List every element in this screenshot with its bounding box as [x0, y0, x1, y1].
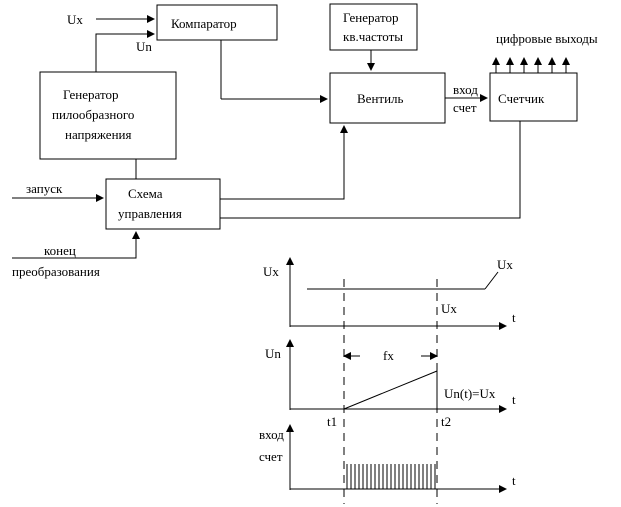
control-block: Схема управления [105, 178, 221, 230]
timing-plot-count: вход счет t [259, 424, 516, 493]
hf-generator-label-line2: кв.частоты [343, 29, 403, 44]
digital-outputs: цифровые выходы [492, 31, 598, 73]
counter-label: Счетчик [498, 91, 545, 106]
pulse-train [346, 464, 436, 489]
sawtooth-generator-block: Генератор пилообразного напряжения [39, 71, 177, 160]
count-axis-label-line2: счет [259, 449, 283, 464]
t1-label: t1 [327, 414, 337, 429]
un-time-label: t [512, 392, 516, 407]
fx-label: fx [383, 348, 394, 363]
control-to-counter-wire [220, 121, 521, 219]
timing-plot-ux: Ux t Ux Ux [263, 257, 516, 330]
control-label-line2: управления [118, 206, 182, 221]
ux-leader-line [484, 271, 499, 290]
gate-label: Вентиль [357, 91, 404, 106]
ux-level-label: Ux [441, 301, 457, 316]
counter-block: Счетчик [489, 72, 578, 122]
comparator-block: Компаратор [156, 4, 278, 41]
ux-curve-label: Ux [497, 257, 513, 272]
ux-input-label: Ux [67, 12, 83, 27]
gate-to-counter-wire: вход счет [445, 82, 488, 115]
end-conversion-label-line1: конец [44, 243, 76, 258]
count-input-label-line2: счет [453, 100, 477, 115]
control-label-line1: Схема [128, 186, 163, 201]
comparator-label: Компаратор [171, 16, 237, 31]
count-time-label: t [512, 473, 516, 488]
ux-input-wire: Ux [67, 12, 155, 27]
hf-generator-label-line1: Генератор [343, 10, 398, 25]
sawtooth-generator-label-line2: пилообразного [52, 107, 134, 122]
un-label: Un [136, 39, 152, 54]
sawtooth-generator-label-line1: Генератор [63, 87, 118, 102]
ux-time-label: t [512, 310, 516, 325]
t2-label: t2 [441, 414, 451, 429]
timing-plot-un: Un t fx Un(t)=Ux t1 t2 [265, 339, 516, 429]
un-axis-label: Un [265, 346, 281, 361]
count-input-label-line1: вход [453, 82, 478, 97]
sawtooth-ramp [343, 370, 438, 410]
gate-block: Вентиль [329, 72, 446, 124]
sawtooth-generator-label-line3: напряжения [65, 127, 131, 142]
end-conversion-wire: конец преобразования [12, 231, 140, 279]
digital-outputs-label: цифровые выходы [496, 31, 598, 46]
control-to-gate-wire [220, 125, 348, 200]
count-axis-label-line1: вход [259, 427, 284, 442]
un-wire: Un [95, 30, 155, 72]
start-wire: запуск [12, 181, 104, 202]
hf-generator-block: Генератор кв.частоты [329, 3, 418, 51]
equality-label: Un(t)=Ux [444, 386, 496, 401]
end-conversion-label-line2: преобразования [12, 264, 100, 279]
ux-axis-label: Ux [263, 264, 279, 279]
start-label: запуск [26, 181, 63, 196]
